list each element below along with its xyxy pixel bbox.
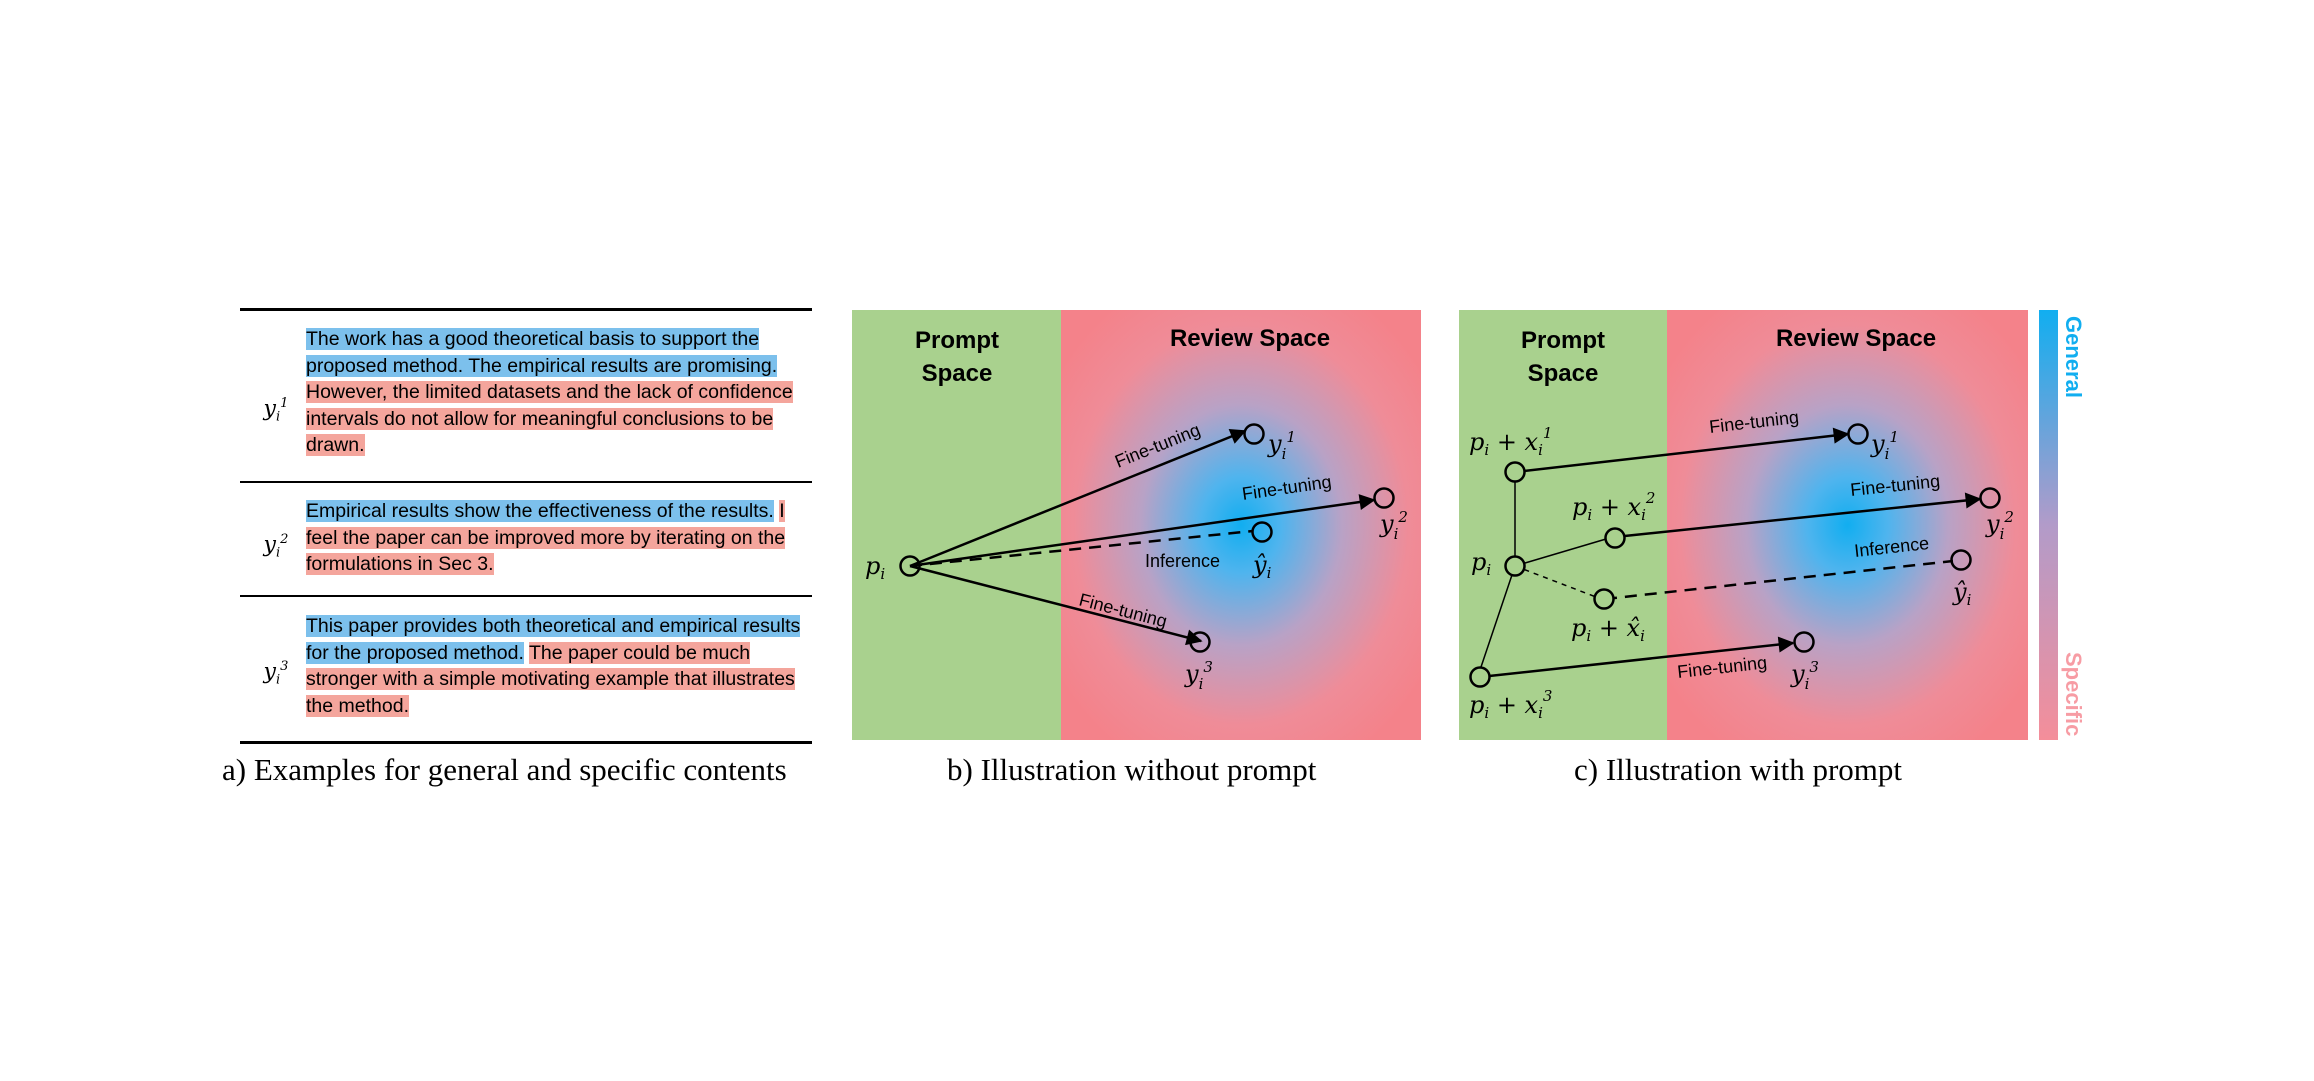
prompt-space-label: Prompt xyxy=(915,327,999,354)
row-text-y2: Empirical results show the effectiveness… xyxy=(306,498,806,578)
row-text-y3: This paper provides both theoretical and… xyxy=(306,613,806,719)
review-space-label: Review Space xyxy=(1170,325,1330,352)
svg-text:yi3: yi3 xyxy=(1184,658,1213,693)
caption-a: a) Examples for general and specific con… xyxy=(222,752,787,787)
row-label-y3: yi3 xyxy=(263,659,289,688)
row-label-y2: yi2 xyxy=(263,532,289,561)
svg-text:pi + xi2: pi + xi2 xyxy=(1572,489,1655,524)
colorbar-label-general: General xyxy=(2061,316,2086,398)
review-space-label: Review Space xyxy=(1776,325,1936,352)
prompt-connector xyxy=(1479,472,1607,671)
node-p-i-plus-x-i-2: pi + xi2 xyxy=(1572,489,1655,549)
table-row-divider xyxy=(240,481,812,483)
caption-b: b) Illustration without prompt xyxy=(947,752,1317,787)
node-y-i-3: yi3 xyxy=(1184,631,1213,693)
svg-text:pi: pi xyxy=(1471,548,1491,579)
inference-edge: Inference xyxy=(909,529,1254,571)
node-p-i-plus-x-hat-i: pi + x̂i xyxy=(1571,588,1645,645)
review-space-region xyxy=(1061,310,1421,740)
node-p-i: pi xyxy=(865,552,921,583)
table-top-rule xyxy=(240,308,812,311)
table-row-y2: yi2 Empirical results show the effective… xyxy=(240,498,812,598)
row-text-y1: The work has a good theoretical basis to… xyxy=(306,326,806,459)
table-row-divider xyxy=(240,595,812,597)
row-label-y1: yi1 xyxy=(263,396,289,425)
colorbar-label-specific: Specific xyxy=(2061,652,2086,736)
table-row-y1: yi1 The work has a good theoretical basi… xyxy=(240,326,812,486)
caption-c: c) Illustration with prompt xyxy=(1574,752,1903,787)
general-content: Empirical results show the effectiveness… xyxy=(306,500,774,522)
svg-text:pi + x̂i: pi + x̂i xyxy=(1571,614,1645,645)
svg-text:Inference: Inference xyxy=(1145,551,1220,571)
prompt-space-label: Space xyxy=(1528,360,1599,387)
table-row-y3: yi3 This paper provides both theoretical… xyxy=(240,613,812,743)
svg-text:pi: pi xyxy=(865,552,885,583)
prompt-space-region xyxy=(852,310,1061,740)
general-specific-colorbar xyxy=(2039,310,2058,740)
prompt-space-label: Space xyxy=(922,360,993,387)
table-bottom-rule xyxy=(240,741,812,744)
prompt-space-label: Prompt xyxy=(1521,327,1605,354)
node-p-i: pi xyxy=(1471,548,1526,579)
